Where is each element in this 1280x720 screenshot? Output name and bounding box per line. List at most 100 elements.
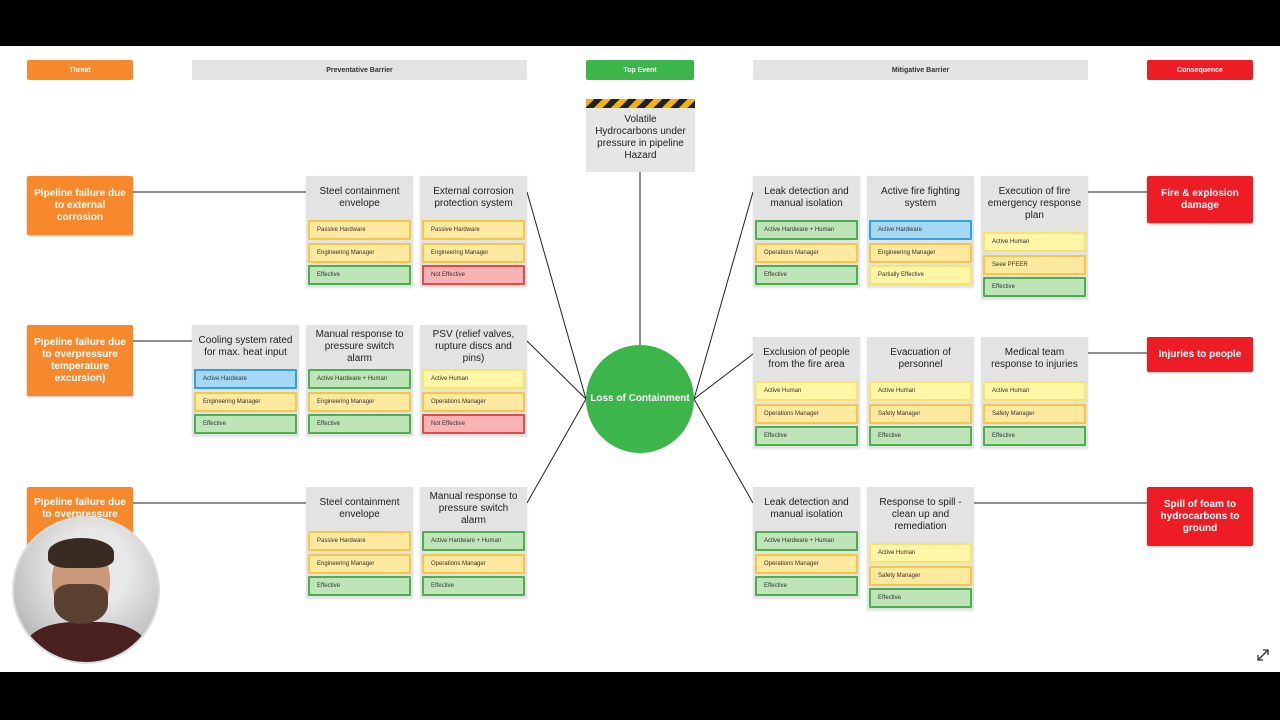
barrier-type-chip: Active Human	[869, 381, 972, 401]
preventative-barrier-card[interactable]: Manual response to pressure switch alarm…	[420, 487, 527, 598]
presenter-hair	[48, 538, 114, 568]
barrier-status-chip: Effective	[983, 426, 1086, 446]
mitigative-barrier-card[interactable]: Evacuation of personnel Active Human Saf…	[867, 337, 974, 448]
consequence-box[interactable]: Spill of foam to hydrocarbons to ground	[1147, 487, 1253, 546]
barrier-type-chip: Active Human	[869, 543, 972, 563]
barrier-title: Leak detection and manual isolation	[764, 497, 849, 520]
bowtie-diagram: Threat Preventative Barrier Top Event Mi…	[0, 46, 1280, 672]
barrier-type-chip: Passive Hardware	[308, 220, 411, 240]
mitigative-barrier-card[interactable]: Execution of fire emergency response pla…	[981, 176, 1088, 299]
barrier-owner-chip: Engineering Manager	[422, 242, 525, 263]
barrier-owner-chip: Operations Manager	[755, 242, 858, 263]
barrier-status-chip: Partially Effective	[869, 265, 972, 285]
barrier-type-chip: Active Hardware + Human	[755, 531, 858, 551]
barrier-title: Response to spill - clean up and remedia…	[879, 497, 962, 532]
barrier-owner-chip: Operations Manager	[422, 553, 525, 574]
preventative-barrier-card[interactable]: External corrosion protection system Pas…	[420, 176, 527, 287]
mitigative-barrier-card[interactable]: Leak detection and manual isolation Acti…	[753, 176, 860, 287]
mitigative-barrier-header: Mitigative Barrier	[753, 60, 1088, 80]
hazard-label: Volatile Hydrocarbons under pressure in …	[595, 114, 686, 161]
top-event-header: Top Event	[586, 60, 694, 80]
barrier-status-chip: Not Effective	[422, 414, 525, 434]
connector-lines	[133, 172, 1147, 504]
barrier-title: Execution of fire emergency response pla…	[987, 186, 1082, 221]
barrier-status-chip: Effective	[755, 265, 858, 285]
barrier-type-chip: Active Human	[755, 381, 858, 401]
barrier-status-chip: Effective	[983, 277, 1086, 297]
preventative-barrier-header: Preventative Barrier	[192, 60, 527, 80]
barrier-owner-chip: Engineering Manager	[869, 242, 972, 263]
barrier-status-chip: Effective	[422, 576, 525, 596]
preventative-barrier-card[interactable]: Steel containment envelope Passive Hardw…	[306, 487, 413, 598]
barrier-status-chip: Effective	[755, 426, 858, 446]
presenter-webcam	[12, 516, 160, 664]
barrier-status-chip: Not Effective	[422, 265, 525, 285]
threat-box[interactable]: Pipeline failure due to external corrosi…	[27, 176, 133, 235]
consequence-label: Fire & explosion damage	[1161, 187, 1239, 211]
preventative-barrier-card[interactable]: Manual response to pressure switch alarm…	[306, 325, 413, 436]
mitigative-barrier-card[interactable]: Medical team response to injuries Active…	[981, 337, 1088, 448]
barrier-title: Manual response to pressure switch alarm	[429, 491, 518, 526]
barrier-status-chip: Effective	[308, 576, 411, 596]
barrier-owner-chip: Seee PFEER	[983, 254, 1086, 275]
barrier-status-chip: Effective	[308, 265, 411, 285]
presenter-beard	[54, 584, 108, 624]
barrier-owner-chip: Engineering Manager	[308, 553, 411, 574]
presenter-shirt	[26, 622, 146, 662]
barrier-type-chip: Active Hardware	[869, 220, 972, 240]
barrier-owner-chip: Operations Manager	[755, 403, 858, 424]
barrier-owner-chip: Operations Manager	[422, 391, 525, 412]
barrier-title: Medical team response to injuries	[991, 347, 1078, 370]
barrier-title: Manual response to pressure switch alarm	[315, 329, 404, 364]
mitigative-barrier-card[interactable]: Leak detection and manual isolation Acti…	[753, 487, 860, 598]
barrier-title: Evacuation of personnel	[890, 347, 951, 370]
preventative-barrier-card[interactable]: Steel containment envelope Passive Hardw…	[306, 176, 413, 287]
barrier-owner-chip: Safety Manager	[983, 403, 1086, 424]
hazard-box[interactable]: Volatile Hydrocarbons under pressure in …	[586, 99, 695, 172]
hazard-stripe-icon	[586, 99, 695, 108]
consequence-box[interactable]: Fire & explosion damage	[1147, 176, 1253, 223]
barrier-owner-chip: Operations Manager	[755, 553, 858, 574]
barrier-owner-chip: Engineering Manager	[308, 391, 411, 412]
threat-label: Pipeline failure due to external corrosi…	[34, 187, 126, 223]
barrier-title: PSV (relief valves, rupture discs and pi…	[432, 329, 515, 364]
barrier-title: Leak detection and manual isolation	[764, 186, 849, 209]
barrier-owner-chip: Engineering Manager	[308, 242, 411, 263]
barrier-type-chip: Passive Hardware	[308, 531, 411, 551]
consequence-box[interactable]: Injuries to people	[1147, 337, 1253, 372]
barrier-type-chip: Active Hardware + Human	[755, 220, 858, 240]
threat-label: Pipeline failure due to overpressure	[34, 497, 126, 520]
barrier-status-chip: Effective	[755, 576, 858, 596]
barrier-type-chip: Active Hardware + Human	[422, 531, 525, 551]
barrier-type-chip: Active Human	[983, 381, 1086, 401]
barrier-title: Steel containment envelope	[319, 186, 400, 209]
mitigative-barrier-card[interactable]: Response to spill - clean up and remedia…	[867, 487, 974, 610]
barrier-status-chip: Effective	[194, 414, 297, 434]
barrier-owner-chip: Engineering Manager	[194, 391, 297, 412]
threat-header: Threat	[27, 60, 133, 80]
threat-box[interactable]: Pipeline failure due to overpressure tem…	[27, 325, 133, 396]
preventative-barrier-card[interactable]: PSV (relief valves, rupture discs and pi…	[420, 325, 527, 436]
barrier-title: Steel containment envelope	[319, 497, 400, 520]
barrier-status-chip: Effective	[869, 588, 972, 608]
barrier-owner-chip: Safety Manager	[869, 403, 972, 424]
barrier-title: External corrosion protection system	[433, 186, 514, 209]
top-event-label: Loss of Containment	[590, 393, 690, 404]
threat-label: Pipeline failure due to overpressure tem…	[34, 336, 126, 384]
barrier-type-chip: Active Hardware	[194, 369, 297, 389]
mitigative-barrier-card[interactable]: Active fire fighting system Active Hardw…	[867, 176, 974, 287]
barrier-type-chip: Active Human	[983, 232, 1086, 252]
barrier-type-chip: Active Human	[422, 369, 525, 389]
barrier-title: Cooling system rated for max. heat input	[198, 335, 293, 358]
consequence-label: Spill of foam to hydrocarbons to ground	[1160, 498, 1240, 534]
expand-icon[interactable]	[1256, 648, 1270, 662]
preventative-barrier-card[interactable]: Cooling system rated for max. heat input…	[192, 325, 299, 436]
barrier-type-chip: Passive Hardware	[422, 220, 525, 240]
barrier-type-chip: Active Hardware + Human	[308, 369, 411, 389]
consequence-header: Consequence	[1147, 60, 1253, 80]
barrier-status-chip: Effective	[869, 426, 972, 446]
consequence-label: Injuries to people	[1158, 348, 1242, 360]
top-event-circle[interactable]: Loss of Containment	[586, 345, 694, 453]
barrier-status-chip: Effective	[308, 414, 411, 434]
mitigative-barrier-card[interactable]: Exclusion of people from the fire area A…	[753, 337, 860, 448]
